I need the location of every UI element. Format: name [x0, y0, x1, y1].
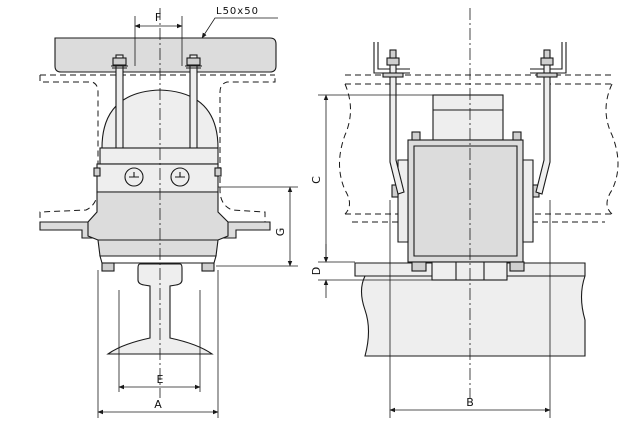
front-bolt-head-left — [124, 167, 144, 187]
side-rod-nut-right — [540, 57, 554, 66]
front-cap-plate — [54, 37, 277, 73]
side-rod-top-right — [543, 49, 551, 59]
front-flange-right — [221, 221, 271, 239]
dim-label-d: D — [310, 267, 323, 275]
side-body-bolt-tl — [411, 131, 421, 141]
dim-label-f: F — [155, 11, 161, 24]
front-side-nut-right — [201, 262, 215, 272]
front-view — [39, 37, 277, 355]
front-clamp-frame-upper — [99, 147, 219, 165]
side-rod-top-left — [389, 49, 397, 59]
dimensions — [97, 16, 551, 418]
front-hanger-nut-right — [186, 57, 201, 66]
front-frame-nut-left — [93, 167, 101, 177]
side-rod-nut-left — [386, 57, 400, 66]
side-body-bolt-tr — [512, 131, 522, 141]
side-main-body — [407, 139, 524, 263]
callout-leader — [201, 17, 278, 39]
side-rod-right — [535, 61, 551, 195]
dim-label-b: B — [466, 396, 474, 409]
callout-label: L50x50 — [216, 6, 259, 17]
side-rod-washer-right — [536, 72, 558, 78]
side-beam-wave-left — [339, 83, 351, 215]
front-bolt-mark-left — [129, 172, 139, 178]
front-hanger-washer-right — [185, 65, 202, 69]
front-trolley-body — [87, 191, 229, 257]
dim-label-a: A — [154, 398, 162, 411]
side-wheel-divider — [455, 262, 485, 280]
side-main-body-inner — [413, 145, 518, 257]
front-hanger-washer-left — [111, 65, 128, 69]
side-motor-cap — [432, 94, 504, 141]
front-hanger-nut-left — [112, 57, 127, 66]
side-beam-wave-right — [605, 83, 619, 215]
side-wheel-block — [431, 261, 508, 281]
dim-label-e: E — [157, 373, 164, 386]
front-bolt-head-right — [170, 167, 190, 187]
front-frame-nut-right — [214, 167, 222, 177]
side-rod-washer-left — [382, 72, 404, 78]
dim-label-c: C — [310, 176, 323, 184]
side-view — [339, 42, 619, 357]
front-trolley-collar — [99, 255, 217, 264]
side-arm-right — [522, 159, 534, 243]
side-base-nut-right — [509, 261, 525, 272]
dim-label-g: G — [274, 228, 287, 237]
front-side-nut-left — [101, 262, 115, 272]
front-bolt-mark-right — [175, 172, 185, 178]
front-clamp-frame — [96, 163, 219, 193]
side-base-nut-left — [411, 261, 427, 272]
